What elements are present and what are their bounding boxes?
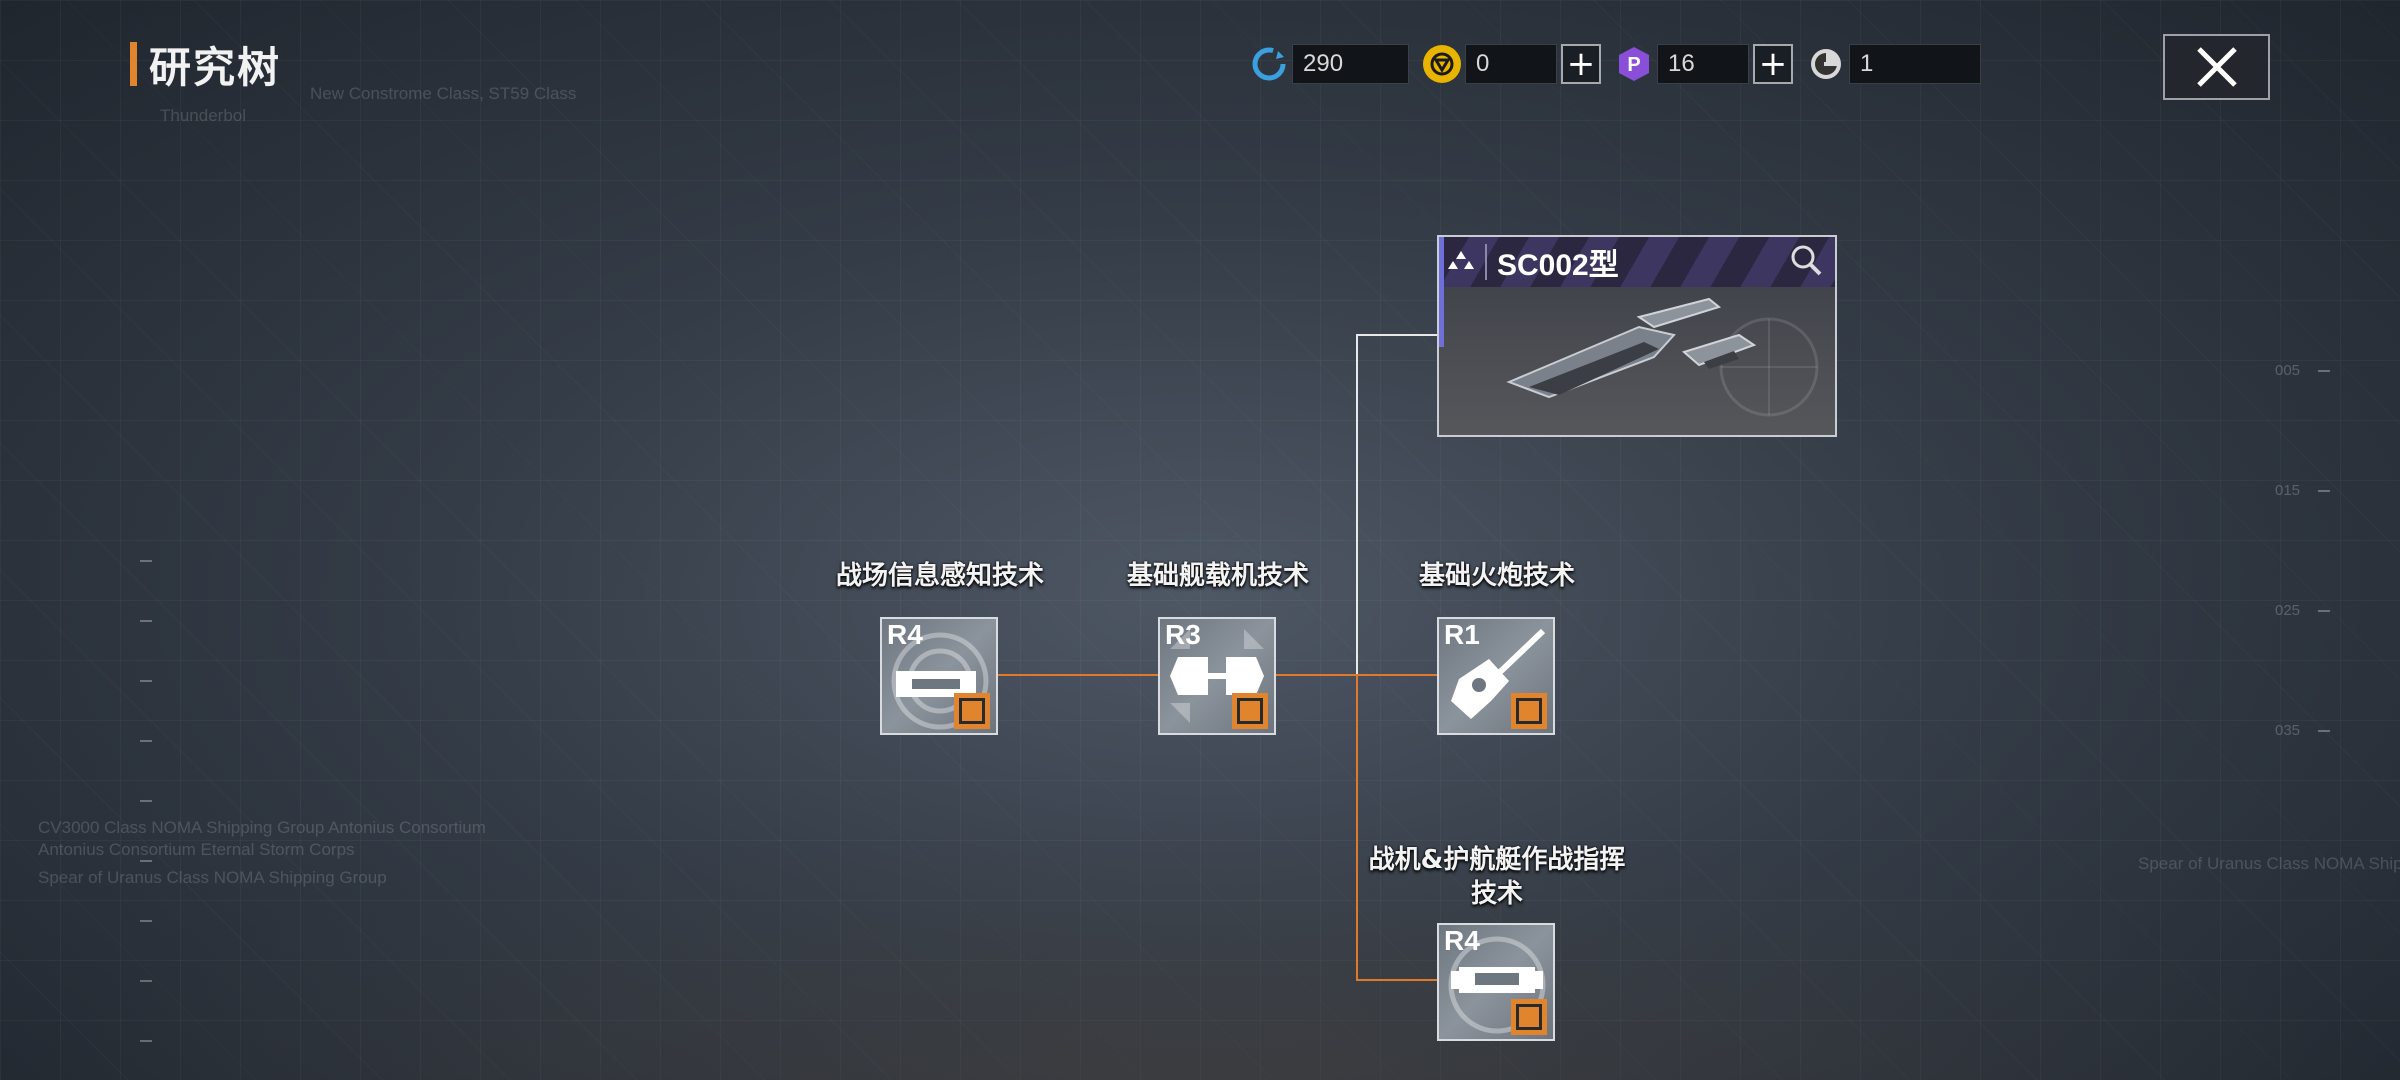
tech-node-command[interactable]: R4 — [1437, 923, 1555, 1041]
refresh-currency-icon — [1250, 45, 1288, 83]
search-icon[interactable] — [1789, 243, 1823, 281]
connector-line — [998, 674, 1158, 676]
close-icon — [2196, 47, 2237, 87]
cannon-icon — [1451, 628, 1546, 719]
checked-icon — [1232, 693, 1268, 729]
node-rank: R3 — [1165, 619, 1201, 650]
bg-text: CV3000 Class NOMA Shipping Group Antoniu… — [38, 818, 486, 837]
svg-text:P: P — [1627, 54, 1640, 76]
ship-connector-line — [1356, 334, 1437, 336]
title-accent-bar — [130, 42, 137, 86]
checked-icon — [954, 693, 990, 729]
currency-value: 0 — [1465, 44, 1557, 84]
ship-card-accent — [1439, 237, 1444, 347]
bg-text: Spear of Uranus Class NOMA Shipp — [2138, 854, 2400, 873]
node-rank: R4 — [1444, 925, 1480, 956]
ship-image — [1506, 297, 1819, 417]
fleet-class-icon — [1448, 251, 1474, 269]
checked-icon — [1511, 999, 1547, 1035]
header-separator — [1485, 244, 1487, 280]
blueprint-currency-icon — [1807, 45, 1845, 83]
close-button[interactable] — [2163, 34, 2270, 100]
bg-text: Antonius Consortium Eternal Storm Corps — [38, 840, 355, 859]
node-label: 基础舰载机技术 — [1126, 561, 1309, 591]
checked-icon — [1511, 693, 1547, 729]
currency-blueprint[interactable]: 1 — [1807, 44, 1981, 84]
background-glow — [0, 820, 2400, 1080]
currency-value: 16 — [1657, 44, 1749, 84]
tech-node-cannon[interactable]: R1 — [1437, 617, 1555, 735]
node-rank: R1 — [1444, 619, 1480, 650]
node-label: 基础火炮技术 — [1418, 561, 1575, 591]
bg-text: Thunderbol — [160, 106, 247, 125]
node-rank: R4 — [887, 619, 923, 650]
currency-bar: 290 0 + P 16 + 1 — [1250, 44, 1995, 84]
page-title: 研究树 — [130, 38, 281, 92]
sensor-icon — [891, 632, 989, 730]
add-gold-button[interactable]: + — [1561, 44, 1601, 84]
currency-refresh[interactable]: 290 — [1250, 44, 1409, 84]
ship-name: SC002型 — [1497, 249, 1619, 282]
tech-node-aircraft[interactable]: R3 — [1158, 617, 1276, 735]
currency-gold[interactable]: 0 + — [1423, 44, 1601, 84]
currency-purple[interactable]: P 16 + — [1615, 44, 1793, 84]
currency-value: 1 — [1849, 44, 1981, 84]
ship-card-header: SC002型 — [1439, 237, 1835, 287]
command-icon — [1448, 936, 1546, 1034]
node-label: 战机&护航艇作战指挥技术 — [1368, 845, 1626, 909]
page-title-text: 研究树 — [149, 42, 282, 92]
node-label: 战场信息感知技术 — [835, 561, 1044, 591]
tech-node-sensor[interactable]: R4 — [880, 617, 998, 735]
bg-text: Spear of Uranus Class NOMA Shipping Grou… — [38, 868, 387, 887]
connector-line — [1356, 979, 1437, 981]
currency-value: 290 — [1292, 44, 1409, 84]
purple-currency-icon: P — [1615, 45, 1653, 83]
gold-currency-icon — [1423, 45, 1461, 83]
add-purple-button[interactable]: + — [1753, 44, 1793, 84]
bg-text: New Constrome Class, ST59 Class — [310, 84, 577, 103]
ship-card[interactable]: SC002型 — [1437, 235, 1837, 437]
ship-connector-line — [1356, 334, 1358, 674]
connector-line — [1356, 674, 1358, 980]
